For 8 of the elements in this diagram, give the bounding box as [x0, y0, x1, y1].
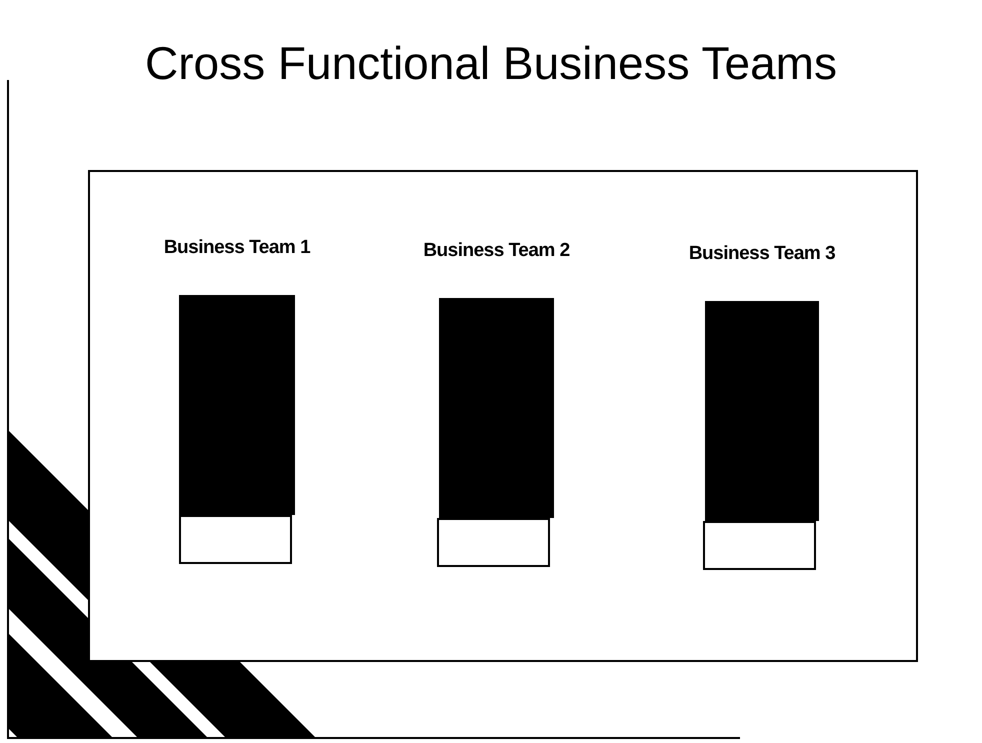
team-heading: Business Team 1 — [164, 237, 310, 259]
empty-box — [179, 515, 292, 564]
empty-box — [437, 518, 550, 567]
team-heading: Business Team 3 — [688, 243, 836, 265]
content-panel — [88, 170, 918, 662]
team-heading: Business Team 2 — [423, 240, 570, 262]
empty-box — [703, 521, 816, 570]
slide-title: Cross Functional Business Teams — [144, 36, 838, 91]
